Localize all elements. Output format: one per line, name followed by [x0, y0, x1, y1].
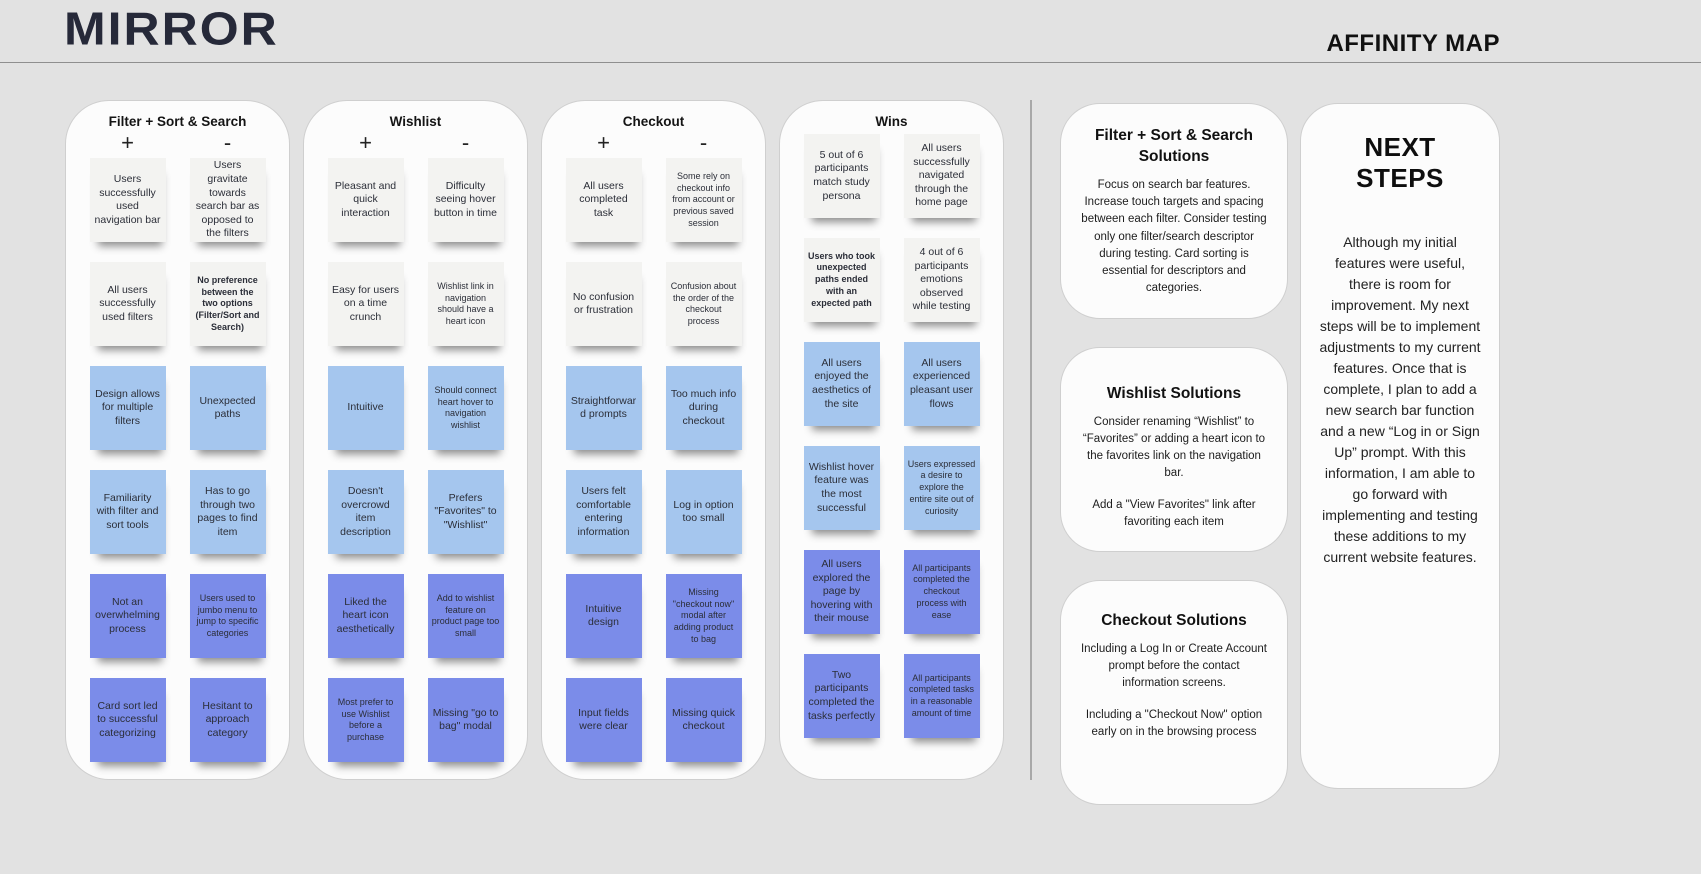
notes-grid: Pleasant and quick interaction Difficulty…	[304, 158, 527, 763]
category-title: Checkout	[622, 114, 685, 129]
sticky-note[interactable]: Doesn't overcrowd item description	[327, 470, 404, 555]
header-divider	[0, 62, 1701, 63]
sticky-note[interactable]: Card sort led to successful categorizing	[89, 678, 166, 763]
sticky-note[interactable]: Pleasant and quick interaction	[327, 158, 404, 243]
next-steps-body: Although my initial features were useful…	[1319, 234, 1481, 565]
category-title: Wishlist	[389, 114, 442, 129]
sticky-note[interactable]: Too much info during checkout	[665, 366, 742, 451]
sticky-note[interactable]: Intuitive	[327, 366, 404, 451]
sticky-note[interactable]: All participants completed tasks in a re…	[903, 654, 980, 738]
sticky-note[interactable]: Users used to jumbo menu to jump to spec…	[189, 574, 266, 659]
vertical-divider	[1030, 100, 1032, 780]
sticky-note[interactable]: Missing quick checkout	[665, 678, 742, 763]
category-panel-wins: Wins 5 out of 6 participants match study …	[779, 100, 1004, 780]
sticky-note[interactable]: Design allows for multiple filters	[89, 366, 166, 451]
solution-card-body: Focus on search bar features. Increase t…	[1081, 178, 1267, 295]
solution-card-body: Including a Log In or Create Account pro…	[1080, 642, 1268, 690]
sticky-note[interactable]: All users successfully used filters	[89, 262, 166, 347]
sticky-note[interactable]: All participants completed the checkout …	[903, 550, 980, 634]
sticky-note[interactable]: Missing "checkout now" modal after addin…	[665, 574, 742, 659]
sticky-note[interactable]: Most prefer to use Wishlist before a pur…	[327, 678, 404, 763]
minus-label: -	[461, 130, 470, 155]
sign-row: +-	[304, 130, 527, 155]
solution-card-body: Including a "Checkout Now" option early …	[1085, 708, 1263, 738]
sticky-note[interactable]: All users enjoyed the aesthetics of the …	[803, 342, 880, 426]
sticky-note[interactable]: Missing "go to bag" modal	[427, 678, 504, 763]
solution-card-title: Wishlist Solutions	[1106, 384, 1242, 402]
solution-card-title: Filter + Sort & Search Solutions	[1094, 127, 1254, 165]
solution-card-checkout[interactable]: Checkout Solutions Including a Log In or…	[1060, 580, 1288, 806]
sticky-note[interactable]: Users felt comfortable entering informat…	[565, 470, 642, 555]
sticky-note[interactable]: Users successfully used navigation bar	[89, 158, 166, 243]
sticky-note[interactable]: Input fields were clear	[565, 678, 642, 763]
solution-card-body: Add a "View Favorites" link after favori…	[1092, 498, 1256, 528]
plus-label: +	[359, 130, 372, 155]
sticky-note[interactable]: Hesitant to approach category	[189, 678, 266, 763]
solutions-column: Filter + Sort & Search Solutions Focus o…	[1060, 103, 1288, 806]
solution-card-filter-sort-search[interactable]: Filter + Sort & Search Solutions Focus o…	[1060, 103, 1288, 319]
sticky-note[interactable]: Wishlist link in navigation should have …	[427, 262, 504, 347]
sign-row: +-	[66, 130, 289, 155]
sticky-note[interactable]: Difficulty seeing hover button in time	[427, 158, 504, 243]
sticky-note[interactable]: Wishlist hover feature was the most succ…	[803, 446, 880, 530]
sticky-note[interactable]: Two participants completed the tasks per…	[803, 654, 880, 738]
sticky-note[interactable]: All users experienced pleasant user flow…	[903, 342, 980, 426]
next-steps-title: NEXT STEPS	[1356, 132, 1444, 193]
sticky-note[interactable]: Confusion about the order of the checkou…	[665, 262, 742, 347]
notes-grid: 5 out of 6 participants match study pers…	[780, 134, 1003, 738]
category-title: Filter + Sort & Search	[108, 114, 247, 129]
sticky-note[interactable]: Prefers "Favorites" to "Wishlist"	[427, 470, 504, 555]
sticky-note[interactable]: Users expressed a desire to explore the …	[903, 446, 980, 530]
minus-label: -	[223, 130, 232, 155]
sticky-note[interactable]: Should connect heart hover to navigation…	[427, 366, 504, 451]
page-title: AFFINITY MAP	[1326, 30, 1500, 57]
plus-label: +	[121, 130, 134, 155]
sticky-note[interactable]: Straightforward prompts	[565, 366, 642, 451]
sticky-note[interactable]: Some rely on checkout info from account …	[665, 158, 742, 243]
sticky-note[interactable]: All users successfully navigated through…	[903, 134, 980, 218]
affinity-board: Filter + Sort & Search+-Users successful…	[65, 100, 1004, 780]
sticky-note[interactable]: Add to wishlist feature on product page …	[427, 574, 504, 659]
category-panel-wishlist: Wishlist+-Pleasant and quick interaction…	[303, 100, 528, 780]
sticky-note[interactable]: Intuitive design	[565, 574, 642, 659]
sticky-note[interactable]: No preference between the two options (F…	[189, 262, 266, 347]
sticky-note[interactable]: Not an overwhelming process	[89, 574, 166, 659]
sticky-note[interactable]: 4 out of 6 participants emotions observe…	[903, 238, 980, 322]
solution-card-title: Checkout Solutions	[1101, 612, 1247, 630]
solution-card-body: Consider renaming “Wishlist” to “Favorit…	[1082, 415, 1266, 480]
category-title: Wins	[875, 114, 908, 129]
sticky-note[interactable]: Log in option too small	[665, 470, 742, 555]
sticky-note[interactable]: Has to go through two pages to find item	[189, 470, 266, 555]
sticky-note[interactable]: Users who took unexpected paths ended wi…	[803, 238, 880, 322]
sign-row: +-	[542, 130, 765, 155]
next-steps-card[interactable]: NEXT STEPS Although my initial features …	[1300, 103, 1500, 789]
sticky-note[interactable]: Users gravitate towards search bar as op…	[189, 158, 266, 243]
category-panel-filter-sort-search: Filter + Sort & Search+-Users successful…	[65, 100, 290, 780]
plus-label: +	[597, 130, 610, 155]
sticky-note[interactable]: Unexpected paths	[189, 366, 266, 451]
sticky-note[interactable]: No confusion or frustration	[565, 262, 642, 347]
solution-card-wishlist[interactable]: Wishlist Solutions Consider renaming “Wi…	[1060, 346, 1288, 553]
notes-grid: All users completed task Some rely on che…	[542, 158, 765, 763]
sticky-note[interactable]: All users completed task	[565, 158, 642, 243]
sticky-note[interactable]: Liked the heart icon aesthetically	[327, 574, 404, 659]
sticky-note[interactable]: Familiarity with filter and sort tools	[89, 470, 166, 555]
sticky-note[interactable]: 5 out of 6 participants match study pers…	[803, 134, 880, 218]
sticky-note[interactable]: All users explored the page by hovering …	[803, 550, 880, 634]
mirror-logo: MIRROR	[64, 2, 279, 55]
minus-label: -	[699, 130, 708, 155]
sticky-note[interactable]: Easy for users on a time crunch	[327, 262, 404, 347]
